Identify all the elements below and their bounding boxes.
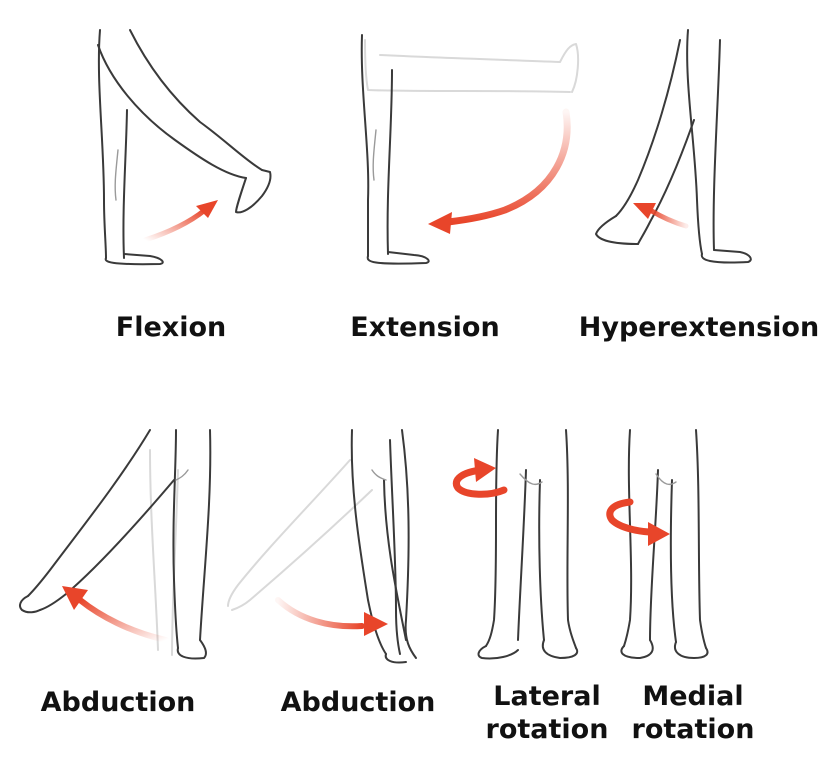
label-lateral-rotation: Lateral rotation bbox=[482, 680, 612, 746]
abduction-2-arrowhead-icon bbox=[364, 612, 388, 636]
flexion-arrow-icon bbox=[142, 207, 208, 243]
label-lateral-rotation-line2: rotation bbox=[485, 714, 609, 745]
hyperextension-arrowhead-icon bbox=[633, 203, 656, 219]
medial-rotation-figure bbox=[620, 429, 709, 659]
hyperextension-arrow-icon bbox=[647, 207, 689, 229]
medial-rotation-arrowhead-icon bbox=[648, 522, 670, 546]
label-abduction-1: Abduction bbox=[40, 687, 196, 718]
flexion-arrowhead-icon bbox=[196, 200, 218, 218]
label-medial-rotation-line1: Medial bbox=[642, 681, 744, 712]
flexion-figure bbox=[97, 29, 272, 266]
abduction-2-arrow-icon bbox=[275, 597, 365, 630]
abduction-figure-1 bbox=[19, 429, 212, 660]
lateral-rotation-arrowhead-icon bbox=[474, 458, 496, 482]
label-extension: Extension bbox=[350, 312, 500, 343]
label-abduction-2: Abduction bbox=[280, 687, 436, 718]
hyperextension-figure bbox=[595, 29, 752, 264]
abduction-1-arrowhead-icon bbox=[62, 586, 88, 610]
lateral-rotation-figure bbox=[477, 429, 579, 660]
extension-arrow-icon bbox=[444, 108, 571, 226]
extension-figure bbox=[360, 34, 580, 265]
abduction-1-arrow-icon bbox=[77, 597, 169, 643]
label-lateral-rotation-line1: Lateral bbox=[493, 681, 601, 712]
extension-arrowhead-icon bbox=[428, 212, 452, 234]
abduction-figure-2 bbox=[227, 429, 417, 664]
label-medial-rotation-line2: rotation bbox=[631, 714, 755, 745]
medial-rotation-arrow-icon bbox=[606, 498, 656, 536]
label-hyperextension: Hyperextension bbox=[578, 312, 820, 343]
lateral-rotation-arrow-icon bbox=[452, 466, 508, 498]
label-flexion: Flexion bbox=[115, 312, 227, 343]
label-medial-rotation: Medial rotation bbox=[628, 680, 758, 746]
